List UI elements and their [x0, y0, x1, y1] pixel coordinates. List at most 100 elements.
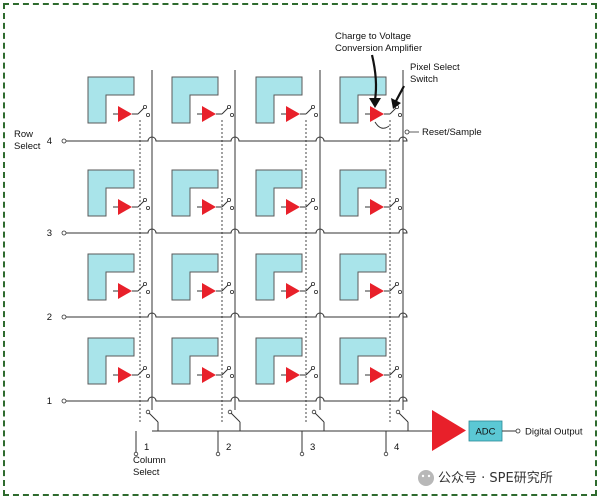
row-number: 3 — [47, 228, 52, 239]
wechat-logo-icon — [418, 470, 434, 486]
photodiode — [339, 169, 387, 217]
pixel-select-switch — [389, 368, 397, 376]
photodiode — [171, 76, 219, 124]
charge-amplifier — [370, 106, 384, 122]
row-select-line — [66, 396, 408, 402]
charge-amp-arrow — [370, 54, 378, 101]
pixel-select-switch — [389, 107, 397, 115]
pixel-select-switch — [305, 368, 313, 376]
charge-amp-label-line1: Charge to Voltage — [335, 31, 411, 42]
pixel-select-switch — [137, 368, 145, 376]
pixel — [339, 76, 402, 129]
readout-chain: ADC Digital Output — [432, 410, 583, 451]
pixel-switch-label-line1: Pixel Select — [410, 62, 460, 73]
row-terminal — [61, 398, 67, 404]
pixel — [87, 337, 150, 385]
column-switch-node — [395, 409, 401, 415]
column-select-switch — [398, 412, 409, 423]
photodiode — [87, 76, 135, 124]
pixel — [255, 253, 318, 301]
digital-output-terminal — [515, 428, 521, 434]
pixel-select-switch — [389, 200, 397, 208]
pixel — [171, 337, 234, 385]
pixel-select-switch — [137, 107, 145, 115]
pixel-select-switch — [137, 284, 145, 292]
pixel — [87, 76, 150, 124]
pixel — [255, 337, 318, 385]
watermark-text: 公众号 · SPE研究所 — [438, 471, 553, 486]
adc-label: ADC — [475, 427, 495, 438]
column-select-switch — [314, 412, 325, 423]
reset-sample-label: Reset/Sample — [422, 127, 482, 138]
column-number: 3 — [310, 442, 315, 453]
photodiode — [171, 253, 219, 301]
charge-amplifier — [286, 199, 300, 215]
photodiode — [339, 76, 387, 124]
charge-amplifier — [118, 199, 132, 215]
charge-amplifier — [118, 283, 132, 299]
reset-loop — [374, 121, 390, 129]
pixel — [87, 253, 150, 301]
pixel — [171, 253, 234, 301]
row-select-line — [66, 136, 408, 142]
row-terminal — [61, 138, 67, 144]
charge-amplifier — [202, 106, 216, 122]
charge-amplifier — [286, 283, 300, 299]
watermark: 公众号 · SPE研究所 — [418, 470, 553, 486]
photodiode — [171, 337, 219, 385]
bus-lines: 4 3 2 1 1 2 3 4 — [47, 70, 432, 457]
column-amplifier — [432, 410, 466, 451]
row-number: 4 — [47, 136, 52, 147]
diagram-frame — [3, 3, 597, 496]
charge-amplifier — [370, 367, 384, 383]
pixel — [87, 169, 150, 217]
row-select-label-line2: Select — [14, 141, 41, 152]
pixel-switch-arrow — [395, 85, 405, 102]
charge-amplifier — [286, 367, 300, 383]
charge-amplifier — [118, 367, 132, 383]
row-select-label-line1: Row — [14, 129, 33, 140]
charge-amplifier — [202, 283, 216, 299]
charge-amplifier — [286, 106, 300, 122]
pixel-select-switch — [221, 107, 229, 115]
charge-amplifier — [370, 199, 384, 215]
column-select-label-line1: Column — [133, 455, 166, 466]
column-switch-node — [145, 409, 151, 415]
pixel — [339, 169, 402, 217]
column-switch-node — [227, 409, 233, 415]
row-terminal — [61, 314, 67, 320]
photodiode — [339, 253, 387, 301]
charge-amplifier — [370, 283, 384, 299]
annotations: Charge to Voltage Conversion Amplifier P… — [14, 31, 482, 478]
pixel-select-switch — [305, 200, 313, 208]
column-number: 2 — [226, 442, 231, 453]
column-select-switch — [148, 412, 159, 423]
photodiode — [255, 253, 303, 301]
photodiode — [87, 169, 135, 217]
pixel — [171, 169, 234, 217]
row-number: 1 — [47, 396, 52, 407]
pixel-select-switch — [221, 368, 229, 376]
digital-output-label: Digital Output — [525, 427, 583, 438]
row-number: 2 — [47, 312, 52, 323]
column-number: 4 — [394, 442, 399, 453]
pixel — [255, 169, 318, 217]
photodiode — [339, 337, 387, 385]
photodiode — [255, 337, 303, 385]
pixel — [255, 76, 318, 124]
column-number: 1 — [144, 442, 149, 453]
charge-amp-label-line2: Conversion Amplifier — [335, 43, 422, 54]
pixel — [339, 253, 402, 301]
pixel-select-switch — [221, 284, 229, 292]
charge-amplifier — [202, 199, 216, 215]
charge-amplifier — [118, 106, 132, 122]
pixel — [339, 337, 402, 385]
pixel-select-switch — [221, 200, 229, 208]
pixel-select-switch — [305, 107, 313, 115]
photodiode — [255, 76, 303, 124]
column-switch-node — [311, 409, 317, 415]
photodiode — [87, 253, 135, 301]
photodiode — [171, 169, 219, 217]
pixel — [171, 76, 234, 124]
